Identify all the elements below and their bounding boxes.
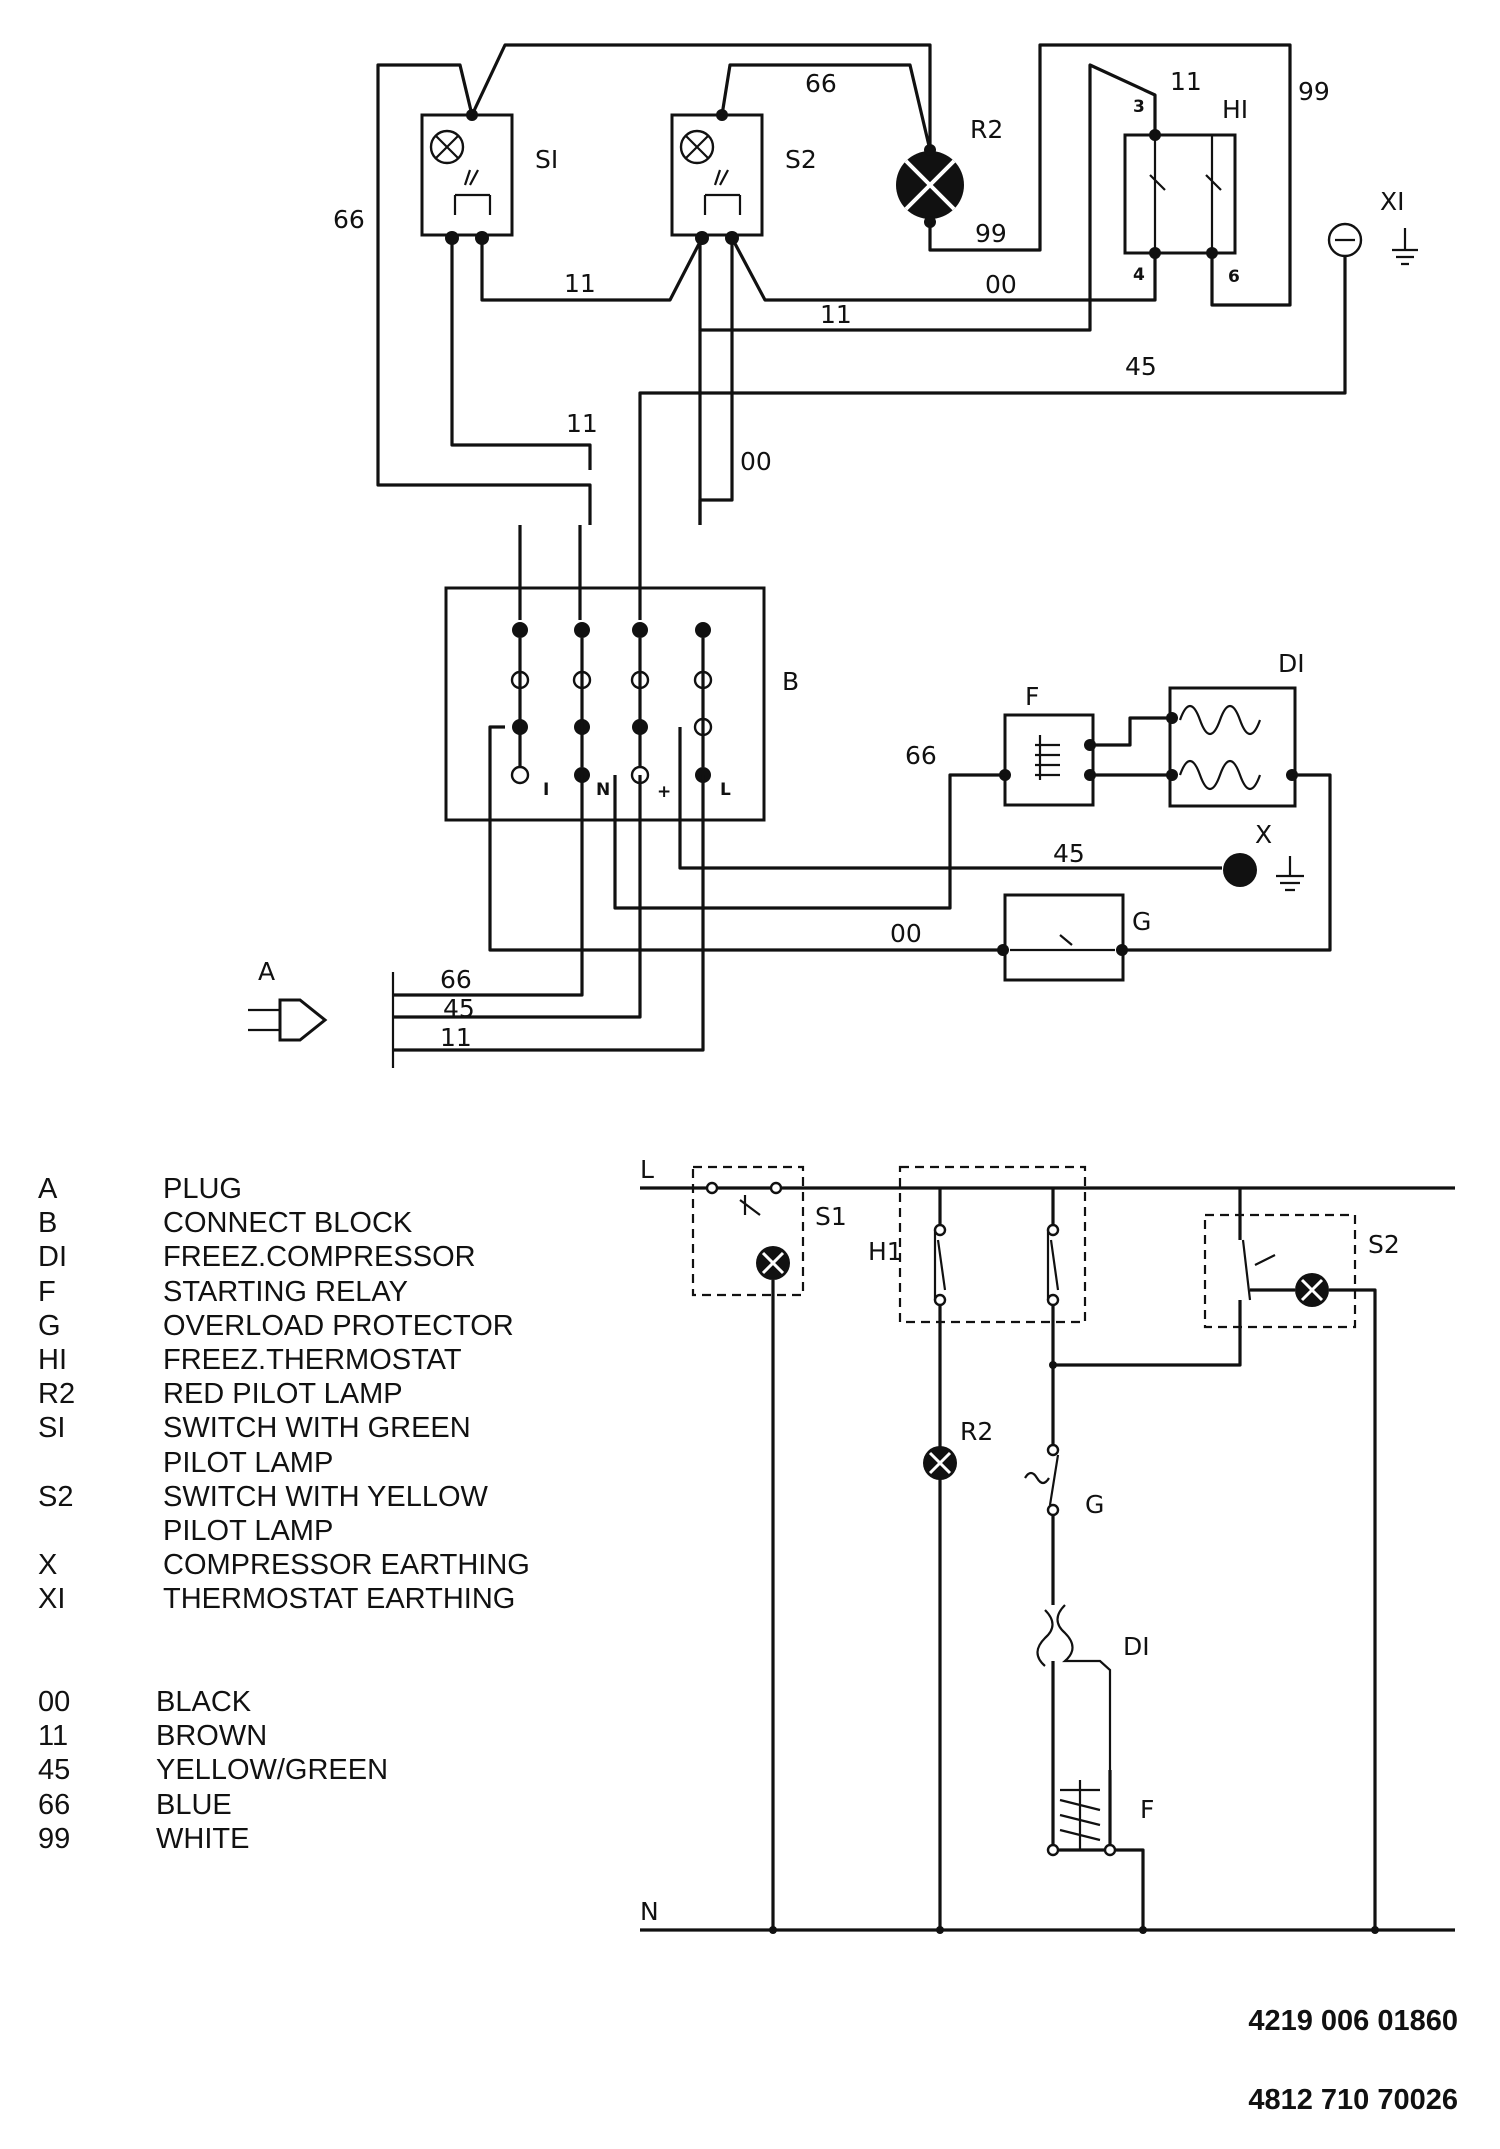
switch-s1 <box>420 109 514 245</box>
wire-label: 11 <box>566 409 598 438</box>
legend-row: PILOT LAMP <box>163 1515 334 1548</box>
wire-label: 45 <box>443 994 475 1023</box>
wire-label: 45 <box>1125 352 1157 381</box>
schematic-s1-label: S1 <box>815 1202 847 1231</box>
block-terminal-n: N <box>596 780 610 800</box>
wire-label: 00 <box>985 270 1017 299</box>
plug-a <box>248 972 395 1068</box>
wire-label: 66 <box>805 69 837 98</box>
wire-label: 11 <box>440 1023 472 1052</box>
red-pilot-lamp-r2 <box>896 144 964 228</box>
a-label: A <box>258 957 275 986</box>
schematic: L N S1 H1 S2 R2 G DI F <box>640 1155 1455 1934</box>
wire-label: 00 <box>740 447 772 476</box>
wiring-diagram-labels: SI S2 R2 HI XI B F DI X G A 3 4 6 I N + … <box>258 67 1405 1052</box>
compressor-d1 <box>1166 686 1298 808</box>
schematic-f-label: F <box>1140 1795 1154 1824</box>
x1-label: XI <box>1380 187 1405 216</box>
h1-terminal-4: 4 <box>1133 265 1145 285</box>
part-number: 4812 710 70026 <box>1248 2084 1458 2116</box>
block-terminal-i: I <box>543 780 549 800</box>
wire-label: 99 <box>975 219 1007 248</box>
starting-relay-f <box>999 713 1096 807</box>
thermostat-h1 <box>1123 129 1237 259</box>
b-label: B <box>782 667 799 696</box>
wire-label: 11 <box>564 269 596 298</box>
schematic-g-label: G <box>1085 1490 1104 1519</box>
g-label: G <box>1132 907 1151 936</box>
h1-label: HI <box>1222 95 1248 124</box>
wire-label: 66 <box>333 205 365 234</box>
x-label: X <box>1255 820 1272 849</box>
schematic-neutral-label: N <box>640 1897 659 1926</box>
block-terminal-plus: + <box>657 782 671 802</box>
schematic-s2-label: S2 <box>1368 1230 1400 1259</box>
legend-row: PILOT LAMP <box>163 1446 334 1479</box>
compressor-earthing-x <box>1223 853 1304 892</box>
s1-label: SI <box>535 145 558 174</box>
wire-label: 99 <box>1298 77 1330 106</box>
schematic-h1-label: H1 <box>868 1237 903 1266</box>
lower-wires <box>393 716 1332 1052</box>
f-label: F <box>1025 682 1039 711</box>
schematic-r2-label: R2 <box>960 1417 993 1446</box>
block-terminal-l: L <box>720 780 731 800</box>
h1-terminal-6: 6 <box>1228 267 1240 287</box>
thermostat-earthing-x1 <box>1327 222 1418 266</box>
wire-label: 45 <box>1053 839 1085 868</box>
top-wires <box>376 43 1347 620</box>
schematic-line-label: L <box>640 1155 654 1184</box>
schematic-d1-label: DI <box>1123 1632 1150 1661</box>
s2-label: S2 <box>785 145 817 174</box>
wire-label: 11 <box>820 300 852 329</box>
h1-terminal-3: 3 <box>1133 97 1145 117</box>
wire-label: 11 <box>1170 67 1202 96</box>
part-number: 4219 006 01860 <box>1248 2005 1458 2037</box>
wire-label: 66 <box>440 965 472 994</box>
r2-label: R2 <box>970 115 1003 144</box>
overload-protector-g <box>997 893 1128 982</box>
wire-label: 00 <box>890 919 922 948</box>
d1-label: DI <box>1278 649 1305 678</box>
wire-label: 66 <box>905 741 937 770</box>
switch-s2 <box>670 109 764 245</box>
